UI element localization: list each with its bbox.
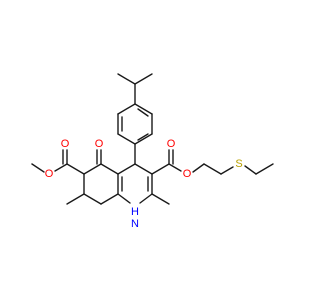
chemical-structure-diagram: O O O O O S H N [31, 73, 274, 230]
atom-o-left-carbonyl: O [61, 138, 70, 150]
atom-labels: O O O O O S H N [45, 138, 243, 230]
atom-sulfur: S [235, 158, 242, 170]
atom-o-ketone: O [95, 138, 104, 150]
atom-amine-n: N [131, 218, 139, 230]
bond-lines [31, 73, 274, 205]
atom-o-right-carbonyl: O [167, 138, 176, 150]
atom-o-right-ether: O [183, 168, 192, 180]
atom-amine-h: H [131, 206, 139, 218]
atom-o-left-ether: O [45, 168, 54, 180]
